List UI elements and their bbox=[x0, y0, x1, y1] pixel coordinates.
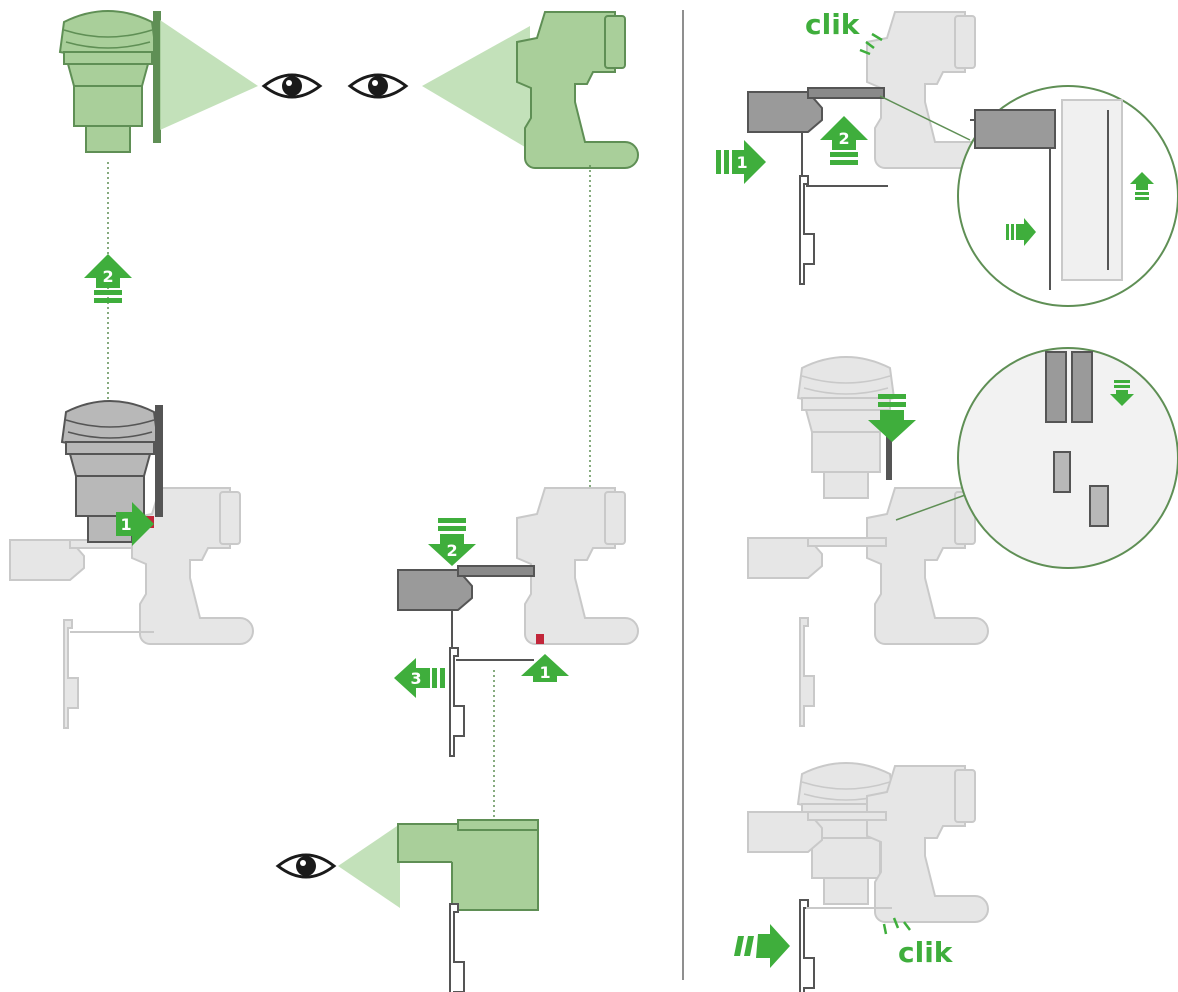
tool-gray-right bbox=[748, 88, 884, 132]
dock-middle bbox=[450, 610, 534, 756]
step-number: 3 bbox=[410, 669, 421, 688]
cyclone-unit-top-left bbox=[60, 11, 160, 152]
ghost-body-middle bbox=[517, 488, 638, 644]
up-arrow-icon: 2 bbox=[820, 116, 868, 165]
step-number: 1 bbox=[736, 153, 747, 172]
view-cone-bottom bbox=[338, 824, 400, 908]
eye-icon bbox=[278, 855, 334, 877]
ghost-body-right-middle bbox=[867, 488, 988, 644]
main-body-top-right bbox=[517, 12, 638, 168]
click-label-bottom: clik bbox=[898, 936, 954, 969]
down-arrow-icon: 2 bbox=[428, 518, 476, 566]
release-button bbox=[536, 634, 544, 644]
latch-clip bbox=[886, 436, 892, 480]
click-label-top: clik bbox=[805, 8, 861, 41]
view-cone-left bbox=[160, 20, 258, 130]
step-number: 1 bbox=[120, 515, 131, 534]
step-number: 2 bbox=[102, 267, 113, 286]
left-arrow-icon: 3 bbox=[394, 658, 445, 698]
right-arrow-icon bbox=[734, 924, 790, 968]
ghost-tool-right-middle bbox=[748, 538, 886, 578]
up-arrow-icon: 1 bbox=[521, 654, 569, 682]
step-number: 2 bbox=[446, 541, 457, 560]
ghost-dock-right-middle bbox=[800, 618, 814, 726]
eye-icon bbox=[350, 75, 406, 97]
right-arrow-icon: 1 bbox=[716, 140, 766, 184]
step-number: 2 bbox=[838, 129, 849, 148]
eye-icon bbox=[264, 75, 320, 97]
dock-bottom bbox=[450, 904, 464, 992]
tool-green-bottom bbox=[398, 820, 538, 910]
tool-gray-middle bbox=[398, 566, 534, 610]
ghost-tool-left bbox=[10, 540, 150, 580]
up-arrow-icon: 2 bbox=[84, 254, 132, 303]
view-cone-right bbox=[422, 26, 530, 150]
ghost-body-left bbox=[132, 488, 253, 644]
step-number: 1 bbox=[539, 663, 550, 682]
